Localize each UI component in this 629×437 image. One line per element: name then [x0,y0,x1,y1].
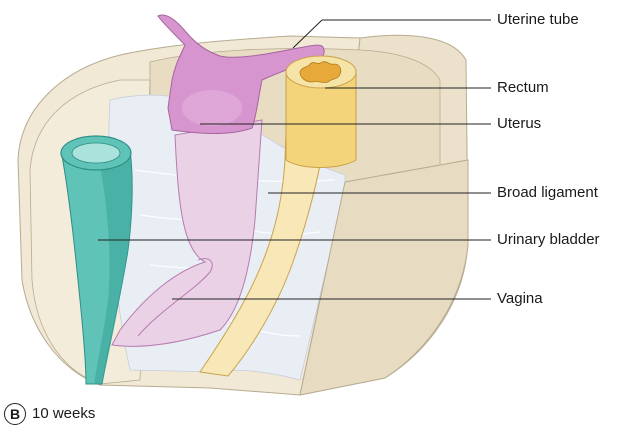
label-rectum: Rectum [497,79,549,97]
bladder-lumen [72,143,120,163]
label-uterine-tube: Uterine tube [497,11,579,29]
panel-letter-badge: B [4,403,26,425]
panel-caption: 10 weeks [32,405,95,422]
label-vagina: Vagina [497,290,543,308]
label-broad-ligament: Broad ligament [497,184,598,202]
label-urinary-bladder: Urinary bladder [497,231,600,249]
uterus-highlight [182,90,242,126]
label-uterus: Uterus [497,115,541,133]
